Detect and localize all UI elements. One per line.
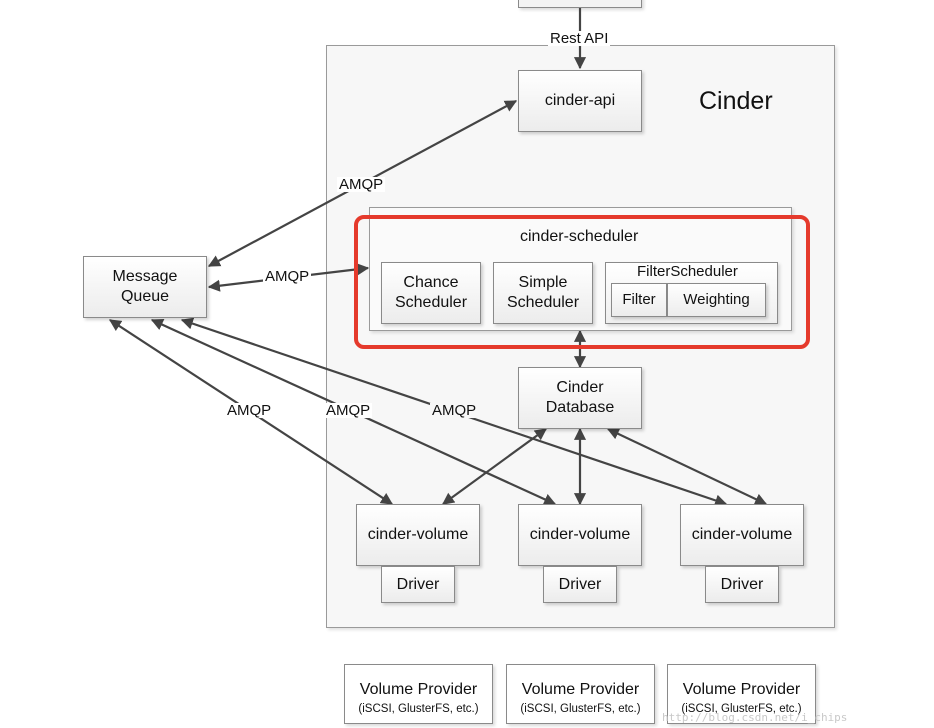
chance-scheduler-label: Chance Scheduler [394, 274, 468, 311]
simple-scheduler-label: Simple Scheduler [506, 274, 580, 311]
cinder-volume-box: cinder-volume [356, 504, 480, 566]
cinder-volume-box: cinder-volume [680, 504, 804, 566]
driver-label: Driver [396, 575, 440, 593]
scheduler-highlight [354, 215, 810, 349]
watermark-text: http://blog.csdn.net/i_chips [662, 711, 848, 724]
volume-provider-box: Volume Provider (iSCSI, GlusterFS, etc.) [344, 664, 493, 724]
scheduler-title: cinder-scheduler [520, 228, 639, 245]
volume-provider-box: Volume Provider (iSCSI, GlusterFS, etc.) [506, 664, 655, 724]
volume-provider-title: Volume Provider [682, 681, 801, 698]
cinder-database-box: Cinder Database [518, 367, 642, 429]
weighting-label: Weighting [683, 290, 750, 308]
driver-box: Driver [705, 566, 779, 603]
client-box [518, 0, 642, 8]
cinder-title: Cinder [699, 87, 773, 115]
cinder-volume-label: cinder-volume [691, 526, 793, 543]
amqp-label-api: AMQP [337, 176, 386, 193]
volume-provider-title: Volume Provider [521, 681, 640, 698]
weighting-box: Weighting [667, 283, 766, 317]
cinder-database-label: Cinder Database [545, 379, 615, 416]
cinder-volume-label: cinder-volume [367, 526, 469, 543]
simple-scheduler-box: Simple Scheduler [493, 262, 593, 324]
filter-label: Filter [622, 290, 656, 308]
amqp-label-volume1: AMQP [225, 402, 274, 419]
cinder-api-box: cinder-api [518, 70, 642, 132]
message-queue-box: Message Queue [83, 256, 207, 318]
volume-provider-subtitle: (iSCSI, GlusterFS, etc.) [520, 703, 641, 715]
db-volume1-arrow [442, 428, 547, 505]
db-volume3-arrow [606, 428, 768, 505]
cinder-volume-label: cinder-volume [529, 526, 631, 543]
driver-box: Driver [381, 566, 455, 603]
chance-scheduler-box: Chance Scheduler [381, 262, 481, 324]
cinder-volume-box: cinder-volume [518, 504, 642, 566]
volume-provider-subtitle: (iSCSI, GlusterFS, etc.) [681, 703, 802, 715]
rest-api-label: Rest API [548, 30, 611, 47]
amqp-label-scheduler: AMQP [263, 268, 312, 285]
filter-box: Filter [611, 283, 667, 317]
volume-provider-subtitle: (iSCSI, GlusterFS, etc.) [358, 703, 479, 715]
cinder-api-label: cinder-api [544, 92, 616, 109]
volume-provider-box: Volume Provider (iSCSI, GlusterFS, etc.) [667, 664, 816, 724]
driver-label: Driver [558, 575, 602, 593]
amqp-label-volume3: AMQP [430, 402, 479, 419]
filter-scheduler-label: FilterScheduler [637, 263, 738, 280]
volume-provider-title: Volume Provider [359, 681, 478, 698]
driver-box: Driver [543, 566, 617, 603]
amqp-label-volume2: AMQP [324, 402, 373, 419]
message-queue-label: Message Queue [112, 268, 178, 305]
driver-label: Driver [720, 575, 764, 593]
